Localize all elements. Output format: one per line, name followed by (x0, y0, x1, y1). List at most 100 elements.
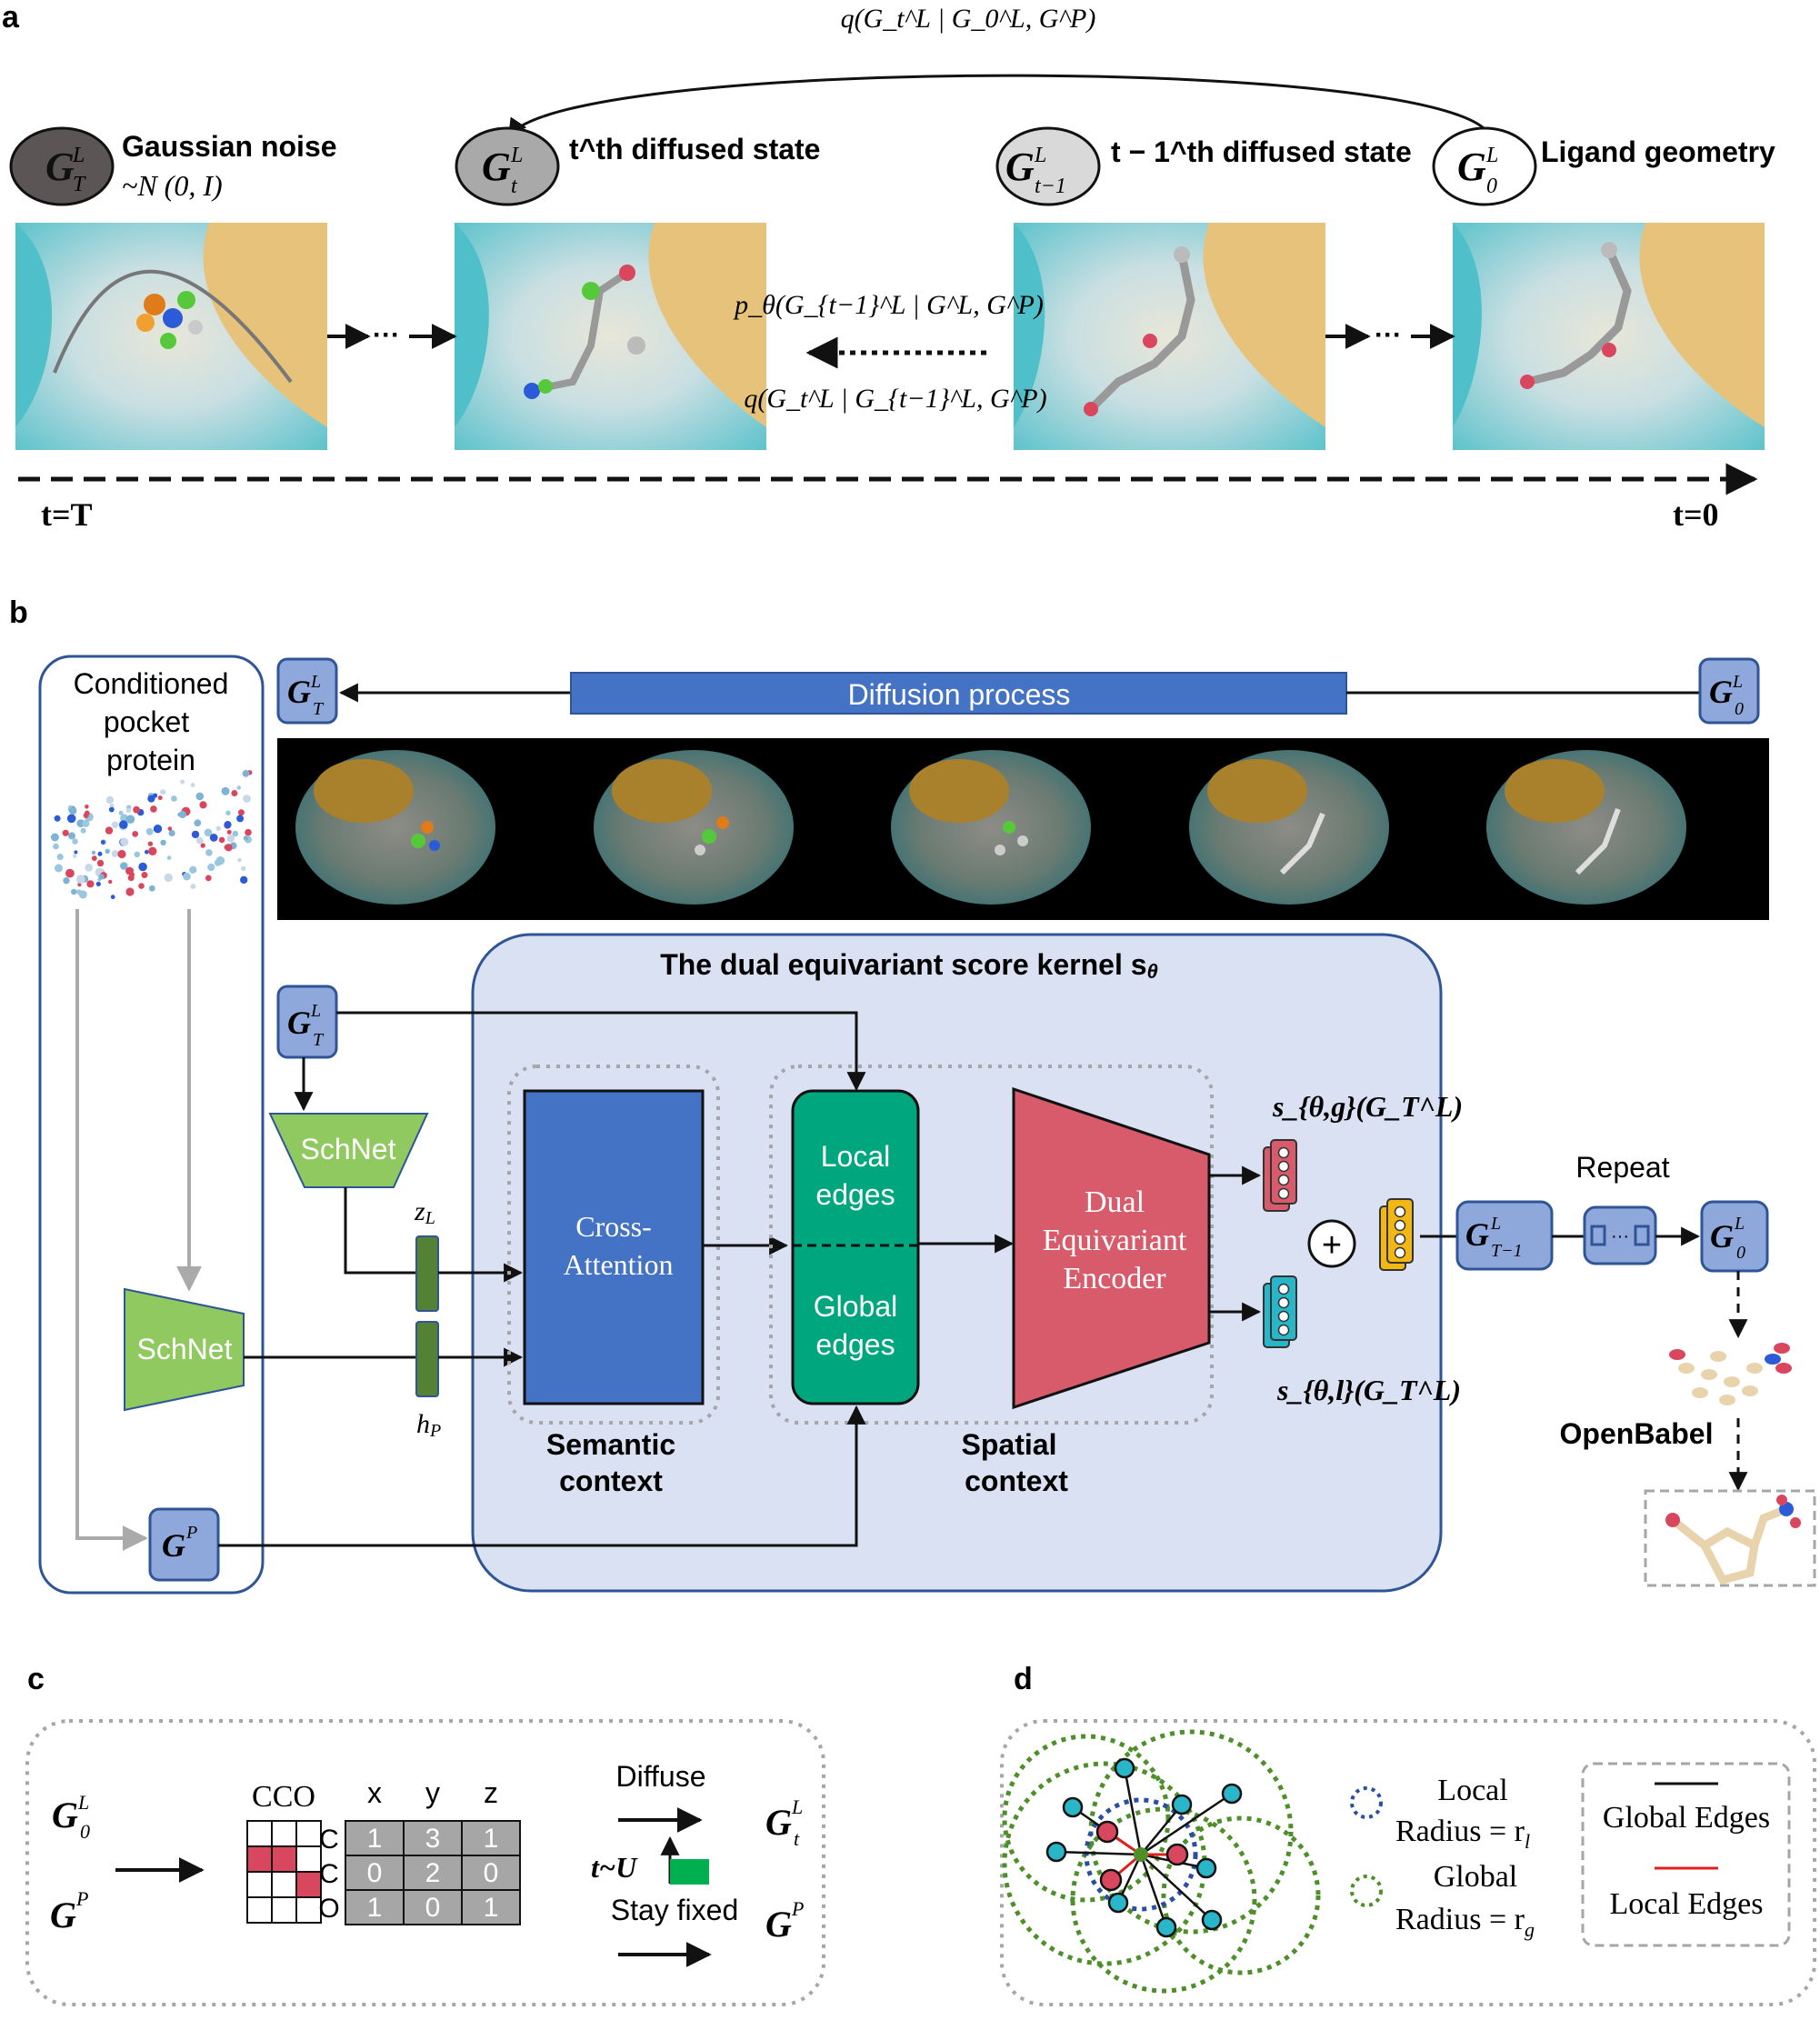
score-g-vector (1263, 1139, 1297, 1212)
state-sub: t−1 (1035, 175, 1066, 198)
local-radius-circle (1084, 1797, 1198, 1912)
tth-diffused-caption: t^th diffused state (569, 133, 820, 165)
pocket-atom (134, 851, 141, 858)
openbabel-label: OpenBabel (1560, 1417, 1714, 1450)
onehot-cell (295, 1896, 322, 1924)
local-edges-legend: Local Edges (1610, 1887, 1764, 1921)
pocket-atom (226, 829, 232, 835)
pocket-atom (109, 804, 115, 808)
pocket-atom (96, 859, 105, 867)
molecule-frame (1644, 1489, 1816, 1587)
vector-cell (1394, 1233, 1406, 1245)
pocket-atom (125, 815, 135, 824)
svg-text:L: L (1734, 1214, 1745, 1234)
onehot-cell (246, 1820, 273, 1847)
vector-cell (1277, 1174, 1290, 1186)
gtl-to-edges-arrow (336, 1011, 866, 1092)
coord-cell (403, 1855, 463, 1891)
graph-node (1201, 1909, 1223, 1931)
state-symbol: G (1005, 145, 1035, 189)
svg-text:P: P (185, 1523, 197, 1543)
pocket-atom (194, 819, 202, 827)
pocket-atom (232, 830, 239, 837)
pocket-atom (209, 834, 218, 842)
encoder-line2: Equivariant (1043, 1224, 1187, 1257)
strip-pocket-4 (1189, 750, 1389, 905)
svg-text:L: L (310, 1001, 321, 1021)
onehot-cell (295, 1845, 322, 1873)
pocket-atom (191, 830, 200, 839)
global-edge (1055, 1850, 1142, 1856)
svg-text:0: 0 (1736, 1243, 1745, 1263)
pocket-atom (86, 880, 95, 888)
global-edges-line2: edges (815, 1328, 895, 1361)
svg-text:P: P (75, 1887, 88, 1910)
graph-node (1221, 1783, 1243, 1805)
global-radius-line2: Radius = rg (1395, 1903, 1535, 1941)
state-sup: L (72, 144, 85, 167)
ligand-geometry-caption: Ligand geometry (1541, 135, 1775, 168)
pocket-atom (100, 840, 105, 845)
graph-node-local (1095, 1820, 1119, 1844)
pocket-atom (243, 795, 251, 803)
svg-text:L: L (77, 1791, 89, 1814)
onehot-cell (246, 1871, 273, 1898)
predicted-atoms (1669, 1343, 1792, 1405)
pocket-atom (237, 857, 242, 863)
panel-b-label: b (9, 595, 28, 630)
predicted-atom (1719, 1395, 1735, 1405)
pocket-atom (160, 839, 166, 846)
pocket-atom (145, 849, 149, 855)
graph-center-node (1134, 1847, 1148, 1862)
pocket-atom (164, 873, 173, 883)
gp-to-edges-arrow (218, 1405, 866, 1547)
pocket-atom (108, 806, 115, 813)
pocket-atom (242, 770, 250, 777)
pocket-atom (231, 790, 238, 796)
pocket-atom (85, 805, 89, 809)
svg-text:G: G (765, 1802, 792, 1843)
strip-pocket-2 (594, 750, 794, 905)
strip-pocket-1 (295, 750, 495, 905)
pocket-atom (168, 829, 175, 837)
schnet-ligand-label: SchNet (301, 1133, 396, 1165)
repeat-dots: ··· (1611, 1226, 1629, 1246)
coord-value: 0 (484, 1858, 499, 1888)
coord-value: 2 (425, 1858, 441, 1888)
pocket-atom (98, 874, 105, 880)
diffuse-label: Diffuse (615, 1760, 705, 1793)
graph-node-local (1099, 1868, 1123, 1892)
graph-node (1171, 1794, 1193, 1815)
dots-a2: ··· (1375, 320, 1402, 350)
pocket-atom (241, 865, 246, 871)
forward-full-label: q(G_t^L | G_0^L, G^P) (841, 4, 1096, 34)
pocket-atom (68, 832, 75, 840)
pocket-image-3 (1014, 223, 1325, 450)
pocket-protein-box (38, 655, 265, 1595)
onehot-cell (246, 1845, 273, 1873)
hp-label: hP (416, 1409, 441, 1441)
svg-text:G: G (52, 1795, 78, 1835)
zl-label: zL (414, 1196, 435, 1228)
predicted-atom (1692, 1387, 1708, 1398)
stay-fixed-label: Stay fixed (611, 1894, 739, 1926)
pocket-atom (78, 890, 87, 899)
vector-cell (1277, 1310, 1290, 1323)
pocket-atom (111, 850, 119, 857)
pocket-atom (108, 879, 113, 885)
svg-text:T−1: T−1 (1491, 1241, 1523, 1261)
gray-arrow-down-2 (75, 909, 148, 1551)
local-radius-line2: Radius = rl (1395, 1815, 1530, 1853)
vector-cell (1277, 1160, 1290, 1173)
schnet-ligand (268, 1113, 429, 1188)
pocket-atom (133, 805, 141, 814)
pocket-atom (120, 862, 128, 870)
predicted-atom (1724, 1376, 1740, 1387)
pocket-atom (147, 795, 155, 803)
semantic-context-box (507, 1065, 720, 1425)
dots-a1: ··· (373, 320, 400, 350)
gp-box: G P (148, 1507, 220, 1582)
t-1-diffused-caption: t − 1^th diffused state (1111, 135, 1412, 168)
semantic-context-line1: Semantic (546, 1428, 675, 1461)
